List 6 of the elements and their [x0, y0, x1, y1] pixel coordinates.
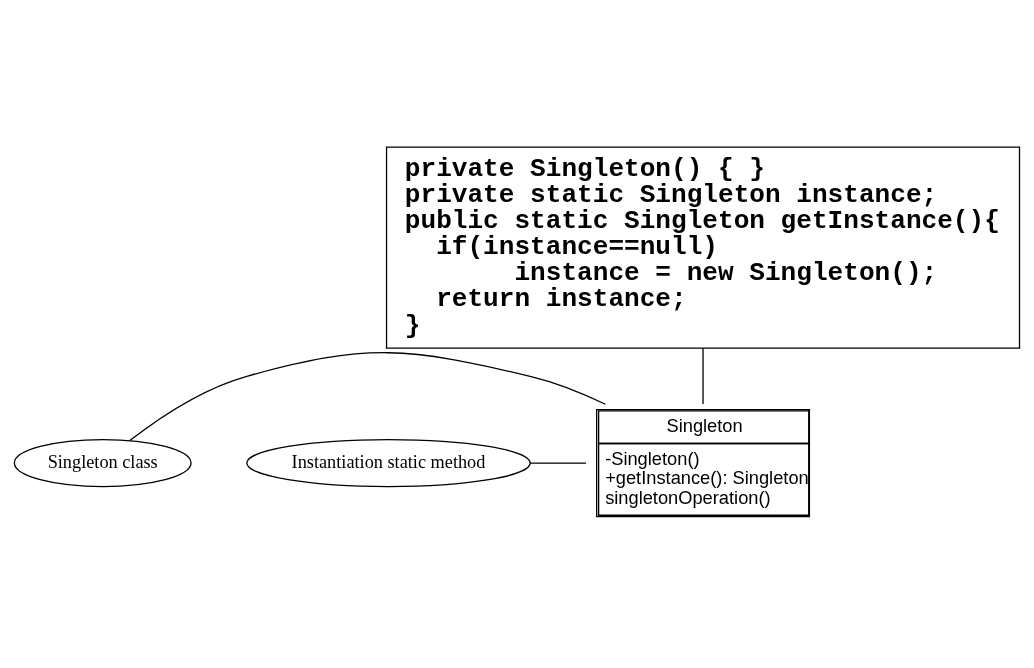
node-ellipse: Instantiation static method: [246, 438, 531, 487]
node-ellipse: Singleton class: [13, 438, 192, 487]
node-box: private Singleton() { } private static Singleton instance; public static Singleton getInstance(){ if(instance==null) instance = new Singleton(); return instance; }: [385, 146, 1021, 349]
connector: [529, 461, 587, 464]
connector: [129, 351, 607, 441]
connector: [702, 347, 704, 405]
